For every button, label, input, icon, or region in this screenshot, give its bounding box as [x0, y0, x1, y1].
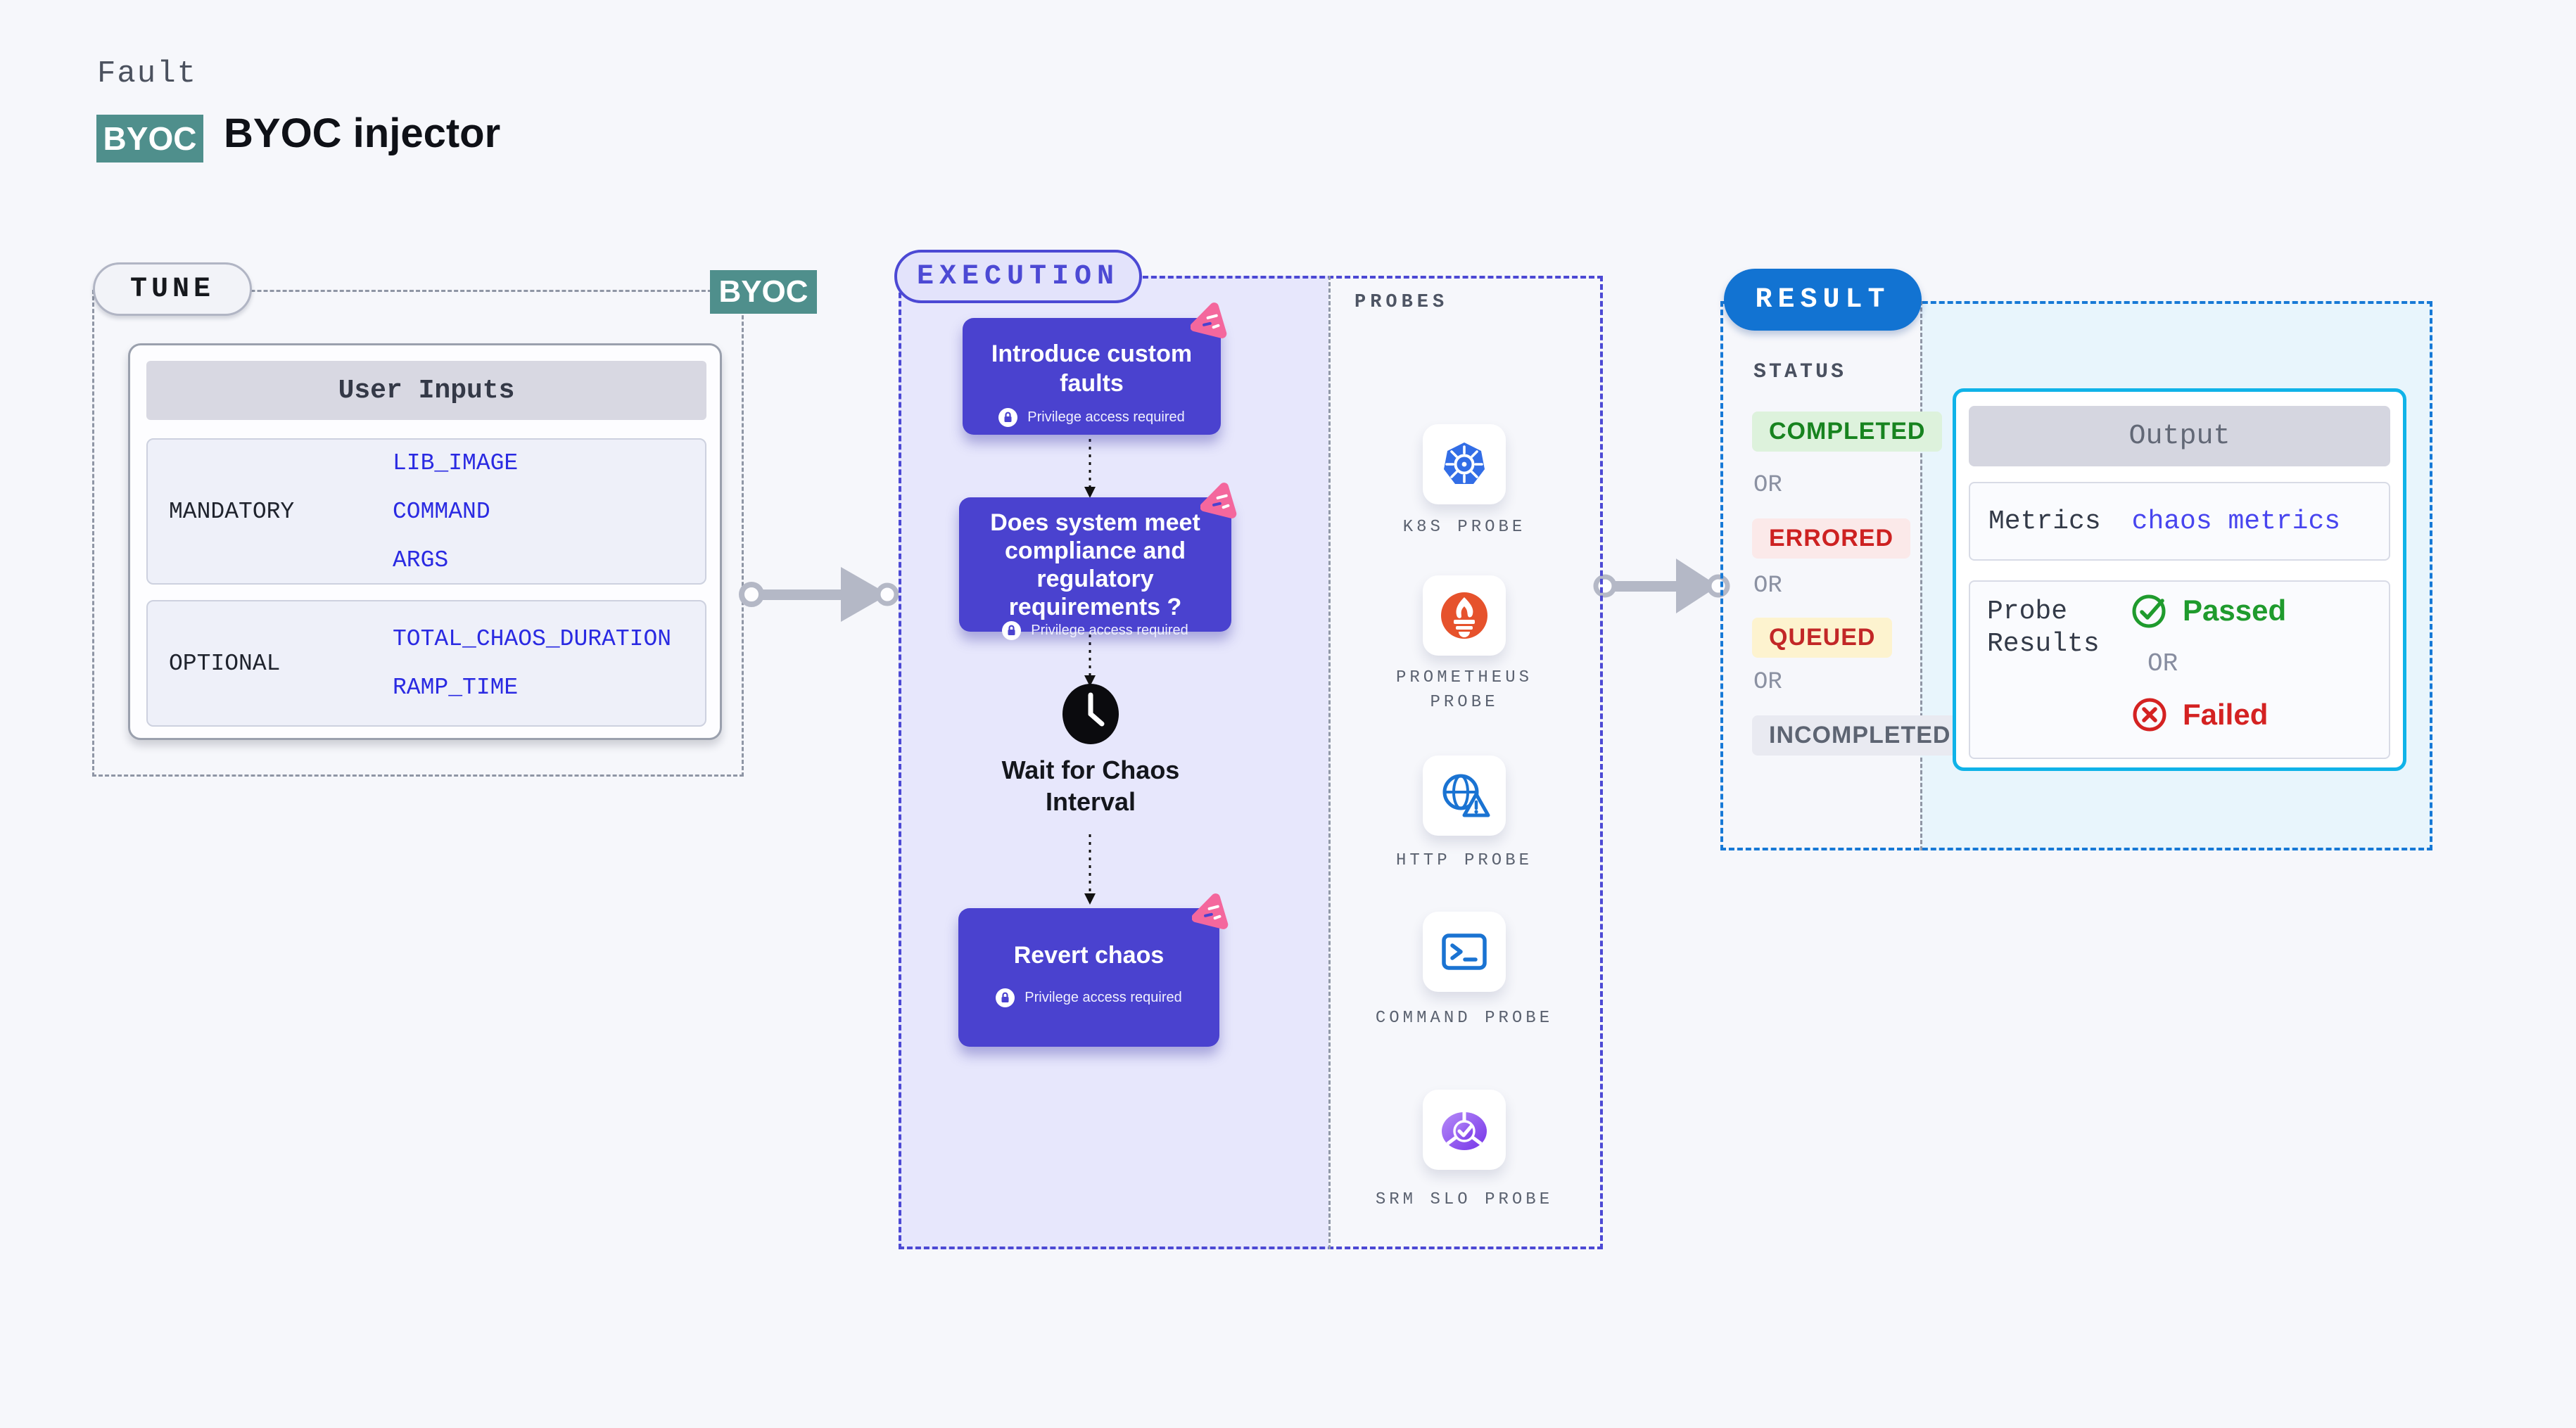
clock-icon: [1062, 684, 1119, 744]
failed-result: Failed: [2131, 696, 2268, 734]
page-title: BYOC injector: [224, 110, 501, 156]
status-badge-completed: COMPLETED: [1752, 412, 1943, 452]
execution-section-box: [899, 276, 1603, 1249]
passed-text: Passed: [2183, 594, 2287, 627]
chaos-icon: [1191, 302, 1227, 338]
probe-label: K8S PROBE: [1402, 518, 1526, 537]
env-var: ARGS: [393, 547, 449, 573]
lock-icon: [996, 988, 1015, 1007]
execution-flow-panel: [899, 276, 1328, 1249]
tune-pill: TUNE: [93, 262, 252, 316]
lock-icon: [1002, 621, 1022, 640]
optional-row: OPTIONAL TOTAL_CHAOS_DURATION RAMP_TIME: [146, 600, 706, 727]
optional-values: TOTAL_CHAOS_DURATION RAMP_TIME: [393, 626, 671, 701]
mandatory-values: LIB_IMAGE COMMAND ARGS: [393, 450, 518, 573]
step-introduce-custom-faults: Introduce custom faults Privilege access…: [963, 318, 1221, 435]
env-var: TOTAL_CHAOS_DURATION: [393, 626, 672, 652]
probe-label: COMMAND PROBE: [1375, 1009, 1554, 1028]
user-inputs-header: User Inputs: [146, 361, 706, 420]
output-card: Output Metrics chaos metrics Probe Resul…: [1953, 388, 2406, 771]
passed-result: Passed: [2131, 592, 2286, 630]
wait-step-title: Wait for Chaos Interval: [1001, 756, 1180, 816]
or-separator: OR: [1753, 669, 1782, 696]
probe-results-row: Probe Results Passed OR Failed: [1969, 580, 2390, 759]
terminal-icon: [1442, 933, 1487, 970]
or-separator: OR: [2147, 649, 2178, 678]
x-circle-icon: [2133, 698, 2166, 732]
check-circle-icon: [2132, 594, 2166, 628]
mandatory-row: MANDATORY LIB_IMAGE COMMAND ARGS: [146, 438, 706, 585]
result-pill: RESULT: [1724, 269, 1922, 331]
metrics-label: Metrics: [1988, 506, 2101, 537]
arrow-down-connector: [1084, 439, 1096, 498]
probes-label: PROBES: [1354, 292, 1449, 313]
execution-pill: EXECUTION: [894, 250, 1142, 303]
probe-card-k8s: [1423, 424, 1506, 504]
privilege-note-text: Privilege access required: [1031, 623, 1188, 638]
status-badge-queued: QUEUED: [1752, 618, 1893, 658]
status-label: STATUS: [1753, 360, 1847, 384]
byoc-badge: BYOC: [96, 115, 203, 162]
kubernetes-icon: [1444, 442, 1485, 484]
byoc-corner-badge: BYOC: [710, 270, 817, 314]
probe-card-http: [1423, 756, 1506, 836]
privilege-note: Privilege access required: [963, 408, 1221, 427]
probe-label: PROMETHEUS PROBE: [1395, 668, 1533, 712]
probe-card-command: [1423, 912, 1506, 992]
privilege-note-text: Privilege access required: [1027, 409, 1185, 425]
env-var: LIB_IMAGE: [393, 450, 519, 476]
status-badge-errored: ERRORED: [1752, 518, 1911, 559]
or-separator: OR: [1753, 472, 1782, 499]
arrow-right-icon: [739, 567, 899, 622]
step-title: Revert chaos: [1013, 942, 1165, 969]
probe-label: SRM SLO PROBE: [1375, 1190, 1554, 1209]
arrow-down-connector: [1084, 834, 1096, 905]
failed-text: Failed: [2183, 698, 2269, 731]
arrow-down-connector: [1084, 635, 1096, 687]
tune-section-box: [92, 290, 744, 777]
metrics-value-link: chaos metrics: [2131, 506, 2341, 537]
mandatory-label: MANDATORY: [169, 498, 295, 525]
privilege-note: Privilege access required: [958, 988, 1219, 1007]
env-var: RAMP_TIME: [393, 675, 519, 701]
result-section-box: [1720, 301, 2432, 850]
probe-label: HTTP PROBE: [1395, 851, 1533, 870]
step-title: Does system meet compliance and regulato…: [990, 509, 1200, 620]
step-title: Introduce custom faults: [991, 340, 1193, 397]
prometheus-icon: [1441, 592, 1487, 639]
privilege-note: Privilege access required: [959, 621, 1231, 640]
optional-label: OPTIONAL: [169, 650, 281, 677]
step-revert-chaos: Revert chaos Privilege access required: [958, 908, 1219, 1047]
probes-divider: [1328, 276, 1331, 1249]
step-compliance-check: Does system meet compliance and regulato…: [959, 497, 1231, 640]
probe-card-prometheus: [1423, 575, 1506, 656]
probe-card-srm-slo: [1423, 1090, 1506, 1170]
http-globe-icon: [1442, 774, 1490, 817]
env-var: COMMAND: [393, 498, 490, 525]
output-header: Output: [1969, 406, 2390, 466]
srm-slo-icon: [1442, 1111, 1487, 1150]
probe-results-label: Probe Results: [1987, 597, 2100, 659]
chaos-icon: [1192, 893, 1229, 929]
lock-icon: [998, 408, 1018, 427]
metrics-row: Metrics chaos metrics: [1969, 482, 2390, 561]
chaos-icon: [1200, 483, 1237, 518]
status-badge-incompleted: INCOMPLETED: [1752, 715, 1968, 756]
arrow-right-icon: [1593, 559, 1730, 613]
result-divider: [1920, 301, 1922, 850]
privilege-note-text: Privilege access required: [1024, 990, 1182, 1005]
user-inputs-card: User Inputs MANDATORY LIB_IMAGE COMMAND …: [128, 343, 722, 740]
fault-eyebrow: Fault: [97, 56, 198, 91]
or-separator: OR: [1753, 573, 1782, 599]
